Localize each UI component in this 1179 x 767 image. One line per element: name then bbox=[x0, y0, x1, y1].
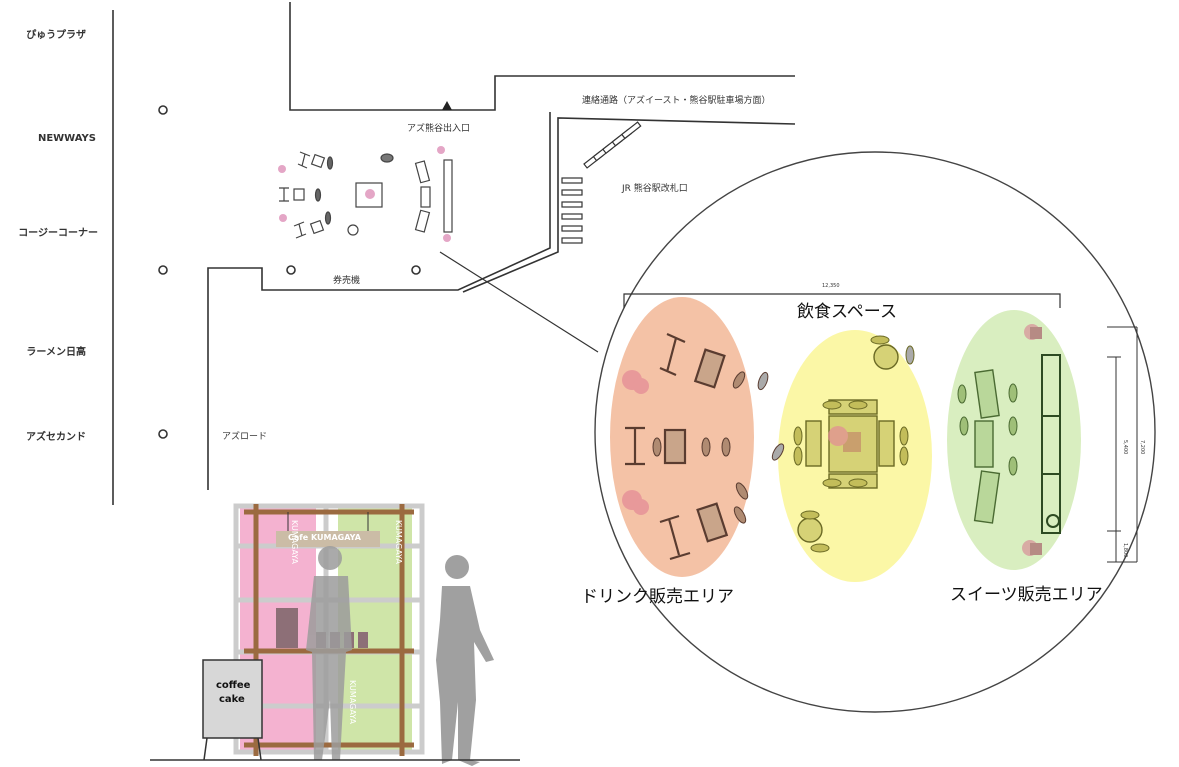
height-dimension bbox=[1107, 326, 1138, 563]
drink-furniture bbox=[625, 332, 729, 561]
dim-low-label: 1,800 bbox=[1122, 543, 1128, 557]
sweets-rack bbox=[1041, 354, 1061, 534]
board-line-2: cake bbox=[219, 694, 245, 705]
entrance-arrow-icon bbox=[442, 101, 452, 110]
road-label: アズロード bbox=[222, 432, 268, 442]
banner-text-1: KUMAGAYA bbox=[290, 520, 299, 564]
banner-text-3: KUMAGAYA bbox=[348, 680, 357, 724]
banner-text-2: KUMAGAYA bbox=[394, 520, 403, 564]
sweets-furniture bbox=[973, 369, 1001, 524]
gate-barriers bbox=[561, 121, 642, 244]
dim-total-label: 7,200 bbox=[1139, 440, 1145, 454]
shop-label: NEWWAYS bbox=[37, 133, 96, 144]
plan-furniture bbox=[279, 151, 453, 239]
woman-silhouette bbox=[306, 546, 352, 760]
width-dimension bbox=[623, 293, 1061, 308]
elevation-drawing bbox=[150, 503, 520, 766]
sweets-people bbox=[1022, 324, 1042, 556]
area-title: 飲食スペース bbox=[797, 302, 897, 322]
man-silhouette bbox=[436, 555, 494, 766]
shop-label: アズセカンド bbox=[26, 432, 86, 443]
corridor-label: 連絡通路（アズイースト・熊谷駅駐車場方面） bbox=[582, 96, 771, 106]
cafe-sign bbox=[276, 531, 380, 547]
ticket-label: 券売機 bbox=[333, 276, 361, 286]
floor-plan-walls bbox=[112, 2, 796, 505]
shop-label: ラーメン日高 bbox=[26, 347, 86, 358]
center-chairs bbox=[793, 335, 915, 553]
cafe-sign-label: Cafe KUMAGAYA bbox=[288, 533, 361, 542]
plan-people bbox=[278, 146, 451, 242]
board-line-1: coffee bbox=[216, 680, 251, 691]
dim-mid-label: 5,400 bbox=[1122, 440, 1128, 454]
columns bbox=[158, 105, 421, 439]
drink-people bbox=[622, 370, 649, 515]
width-dimension-label: 12,350 bbox=[822, 283, 840, 289]
drink-chairs bbox=[652, 371, 785, 524]
sweets-area-label: スイーツ販売エリア bbox=[950, 585, 1103, 605]
shop-label: コージーコーナー bbox=[18, 228, 98, 239]
entrance-label: アズ熊谷出入口 bbox=[407, 124, 471, 134]
sweets-chairs bbox=[957, 383, 1018, 476]
gate-label: JR 熊谷駅改札口 bbox=[622, 184, 688, 194]
menu-board bbox=[202, 659, 263, 739]
center-people bbox=[828, 426, 861, 452]
shop-label: ぴゅうプラザ bbox=[26, 30, 86, 41]
drink-area-label: ドリンク販売エリア bbox=[581, 587, 734, 607]
